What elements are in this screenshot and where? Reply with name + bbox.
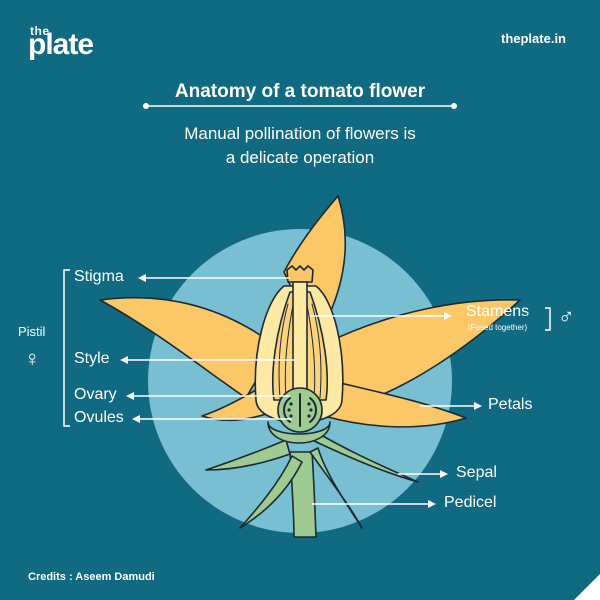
label-style: Style <box>74 350 110 367</box>
label-stigma: Stigma <box>74 268 124 285</box>
petal-left-lower <box>201 383 273 422</box>
label-pistil: Pistil <box>18 324 46 339</box>
website-link[interactable]: theplate.in <box>500 31 566 46</box>
stigma <box>286 265 314 283</box>
style-column <box>292 281 308 393</box>
ovule-dots <box>287 402 313 418</box>
label-sepal: Sepal <box>456 464 497 481</box>
credits-text: Credits : Aseem Damudi <box>28 571 155 583</box>
subtitle-line-2: a delicate operation <box>225 148 375 167</box>
stamens-bracket <box>545 307 551 331</box>
pointer-stigma <box>138 274 290 282</box>
pointer-sepal <box>398 470 448 478</box>
corner-fold <box>574 574 600 600</box>
female-symbol-icon: ♀ <box>24 346 41 371</box>
petal-left <box>99 296 277 399</box>
label-stamens: Stamens <box>466 303 530 320</box>
label-ovules: Ovules <box>74 409 124 426</box>
pointer-petals <box>420 402 482 410</box>
label-stamens-note: (Fused together) <box>468 323 528 332</box>
receptacle <box>267 421 331 444</box>
petal-right-lower <box>323 379 467 428</box>
sepal-lower-right <box>309 447 363 529</box>
sepal-lower-left <box>239 455 303 529</box>
label-petals: Petals <box>488 396 533 413</box>
logo-small-text: the <box>30 24 50 38</box>
ovules <box>283 393 317 427</box>
logo-main-text: plate <box>28 28 94 61</box>
page-subtitle: Manual pollination of flowers is a delic… <box>0 122 600 170</box>
title-divider <box>143 103 457 109</box>
pointer-style <box>120 356 296 364</box>
male-symbol-icon: ♂ <box>558 304 575 329</box>
pointer-ovules <box>132 415 292 423</box>
pointer-pedicel <box>312 500 436 508</box>
label-ovary: Ovary <box>74 386 117 403</box>
pointer-ovary <box>126 392 290 400</box>
petal-right <box>323 299 521 407</box>
label-pedicel: Pedicel <box>444 494 497 511</box>
page-title: Anatomy of a tomato flower <box>174 81 426 102</box>
pistil-bracket <box>63 269 70 427</box>
pointer-stamens <box>310 312 452 320</box>
sepal-left <box>205 439 291 471</box>
subtitle-line-1: Manual pollination of flowers is <box>184 124 416 143</box>
